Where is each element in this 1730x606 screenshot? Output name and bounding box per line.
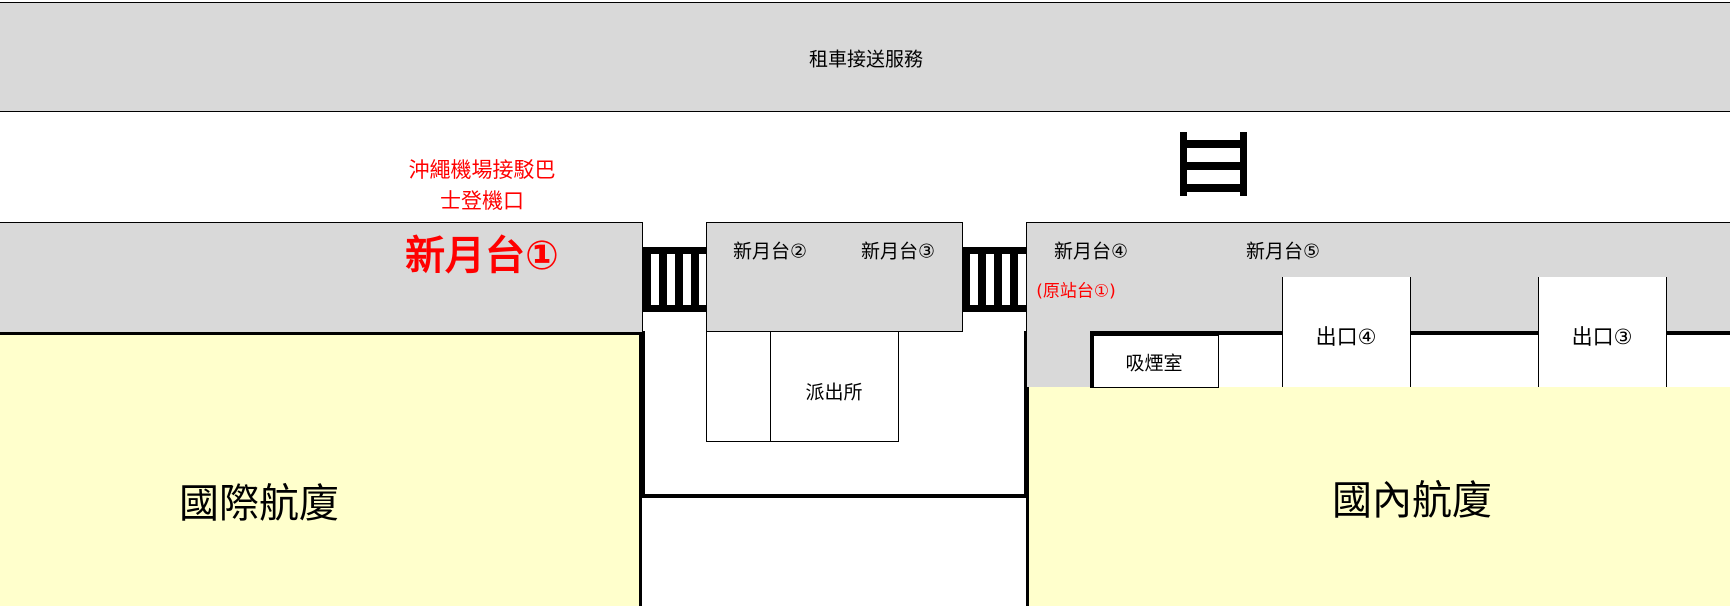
crosswalk-icon [1180,132,1247,196]
exit-4-label: 出口④ [1315,325,1377,349]
platform-4-note: (原站台①) [1036,281,1116,302]
crosswalk-1 [643,247,706,312]
police-box [770,331,899,442]
platform-1-label: 新月台① [405,233,559,279]
smoking-room-label: 吸煙室 [1125,352,1183,375]
exit-3-label: 出口③ [1571,325,1633,349]
international-terminal-label: 國際航廈 [179,481,339,527]
platform-1-area [0,222,643,332]
rental-car-band [0,2,1730,112]
domestic-terminal-label: 國內航廈 [1332,478,1492,524]
exit-4[interactable] [1282,277,1411,387]
exit-3[interactable] [1538,277,1667,387]
bus-stop-note-line1: 沖繩機場接駁巴 [408,158,556,182]
crosswalk-2 [962,247,1026,312]
smoking-room [1090,332,1219,388]
platform-4-corner [1026,331,1091,387]
platform-4-label: 新月台④ [1053,240,1129,263]
platform-2-label: 新月台② [732,240,808,263]
police-side-box [706,331,771,442]
platform-2-3-island [706,222,963,332]
police-box-label: 派出所 [805,381,863,404]
domestic-terminal [1026,386,1730,606]
bus-stop-note-line2: 士登機口 [440,189,524,213]
rental-car-label: 租車接送服務 [808,48,924,71]
platform-3-label: 新月台③ [860,240,936,263]
international-terminal [0,331,642,606]
platform-5-label: 新月台⑤ [1245,240,1321,263]
